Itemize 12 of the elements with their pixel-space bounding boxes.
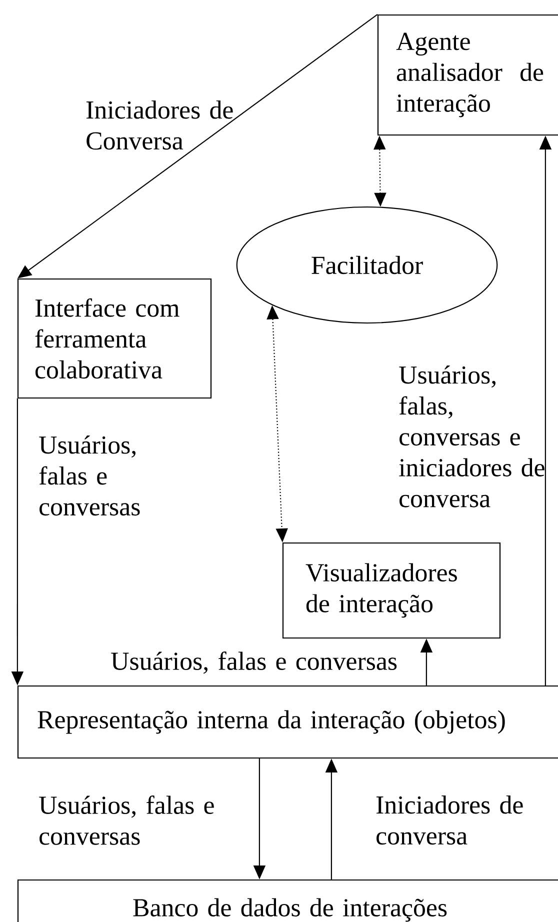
edge-label: Usuários, falas e conversas: [111, 652, 397, 674]
process-box: Interface com ferramenta colaborativa: [17, 278, 212, 399]
process-box: Agente analisador de interação: [377, 14, 558, 136]
edge-label: Usuários, falas e conversas: [39, 796, 214, 845]
process-box: Visualizadores de interação: [282, 542, 501, 639]
ellipse-node: Facilitador: [236, 206, 498, 324]
process-box: Banco de dados de interações: [17, 879, 558, 922]
edge-label: Usuários, falas, conversas e iniciadores de conversa: [399, 366, 544, 508]
edge-label: Iniciadores de Conversa: [86, 100, 233, 150]
edge-label: Usuários, falas e conversas: [39, 436, 140, 516]
edge-label: Iniciadores de conversa: [376, 796, 523, 845]
process-box: Representação interna da interação (objetos): [17, 685, 558, 759]
